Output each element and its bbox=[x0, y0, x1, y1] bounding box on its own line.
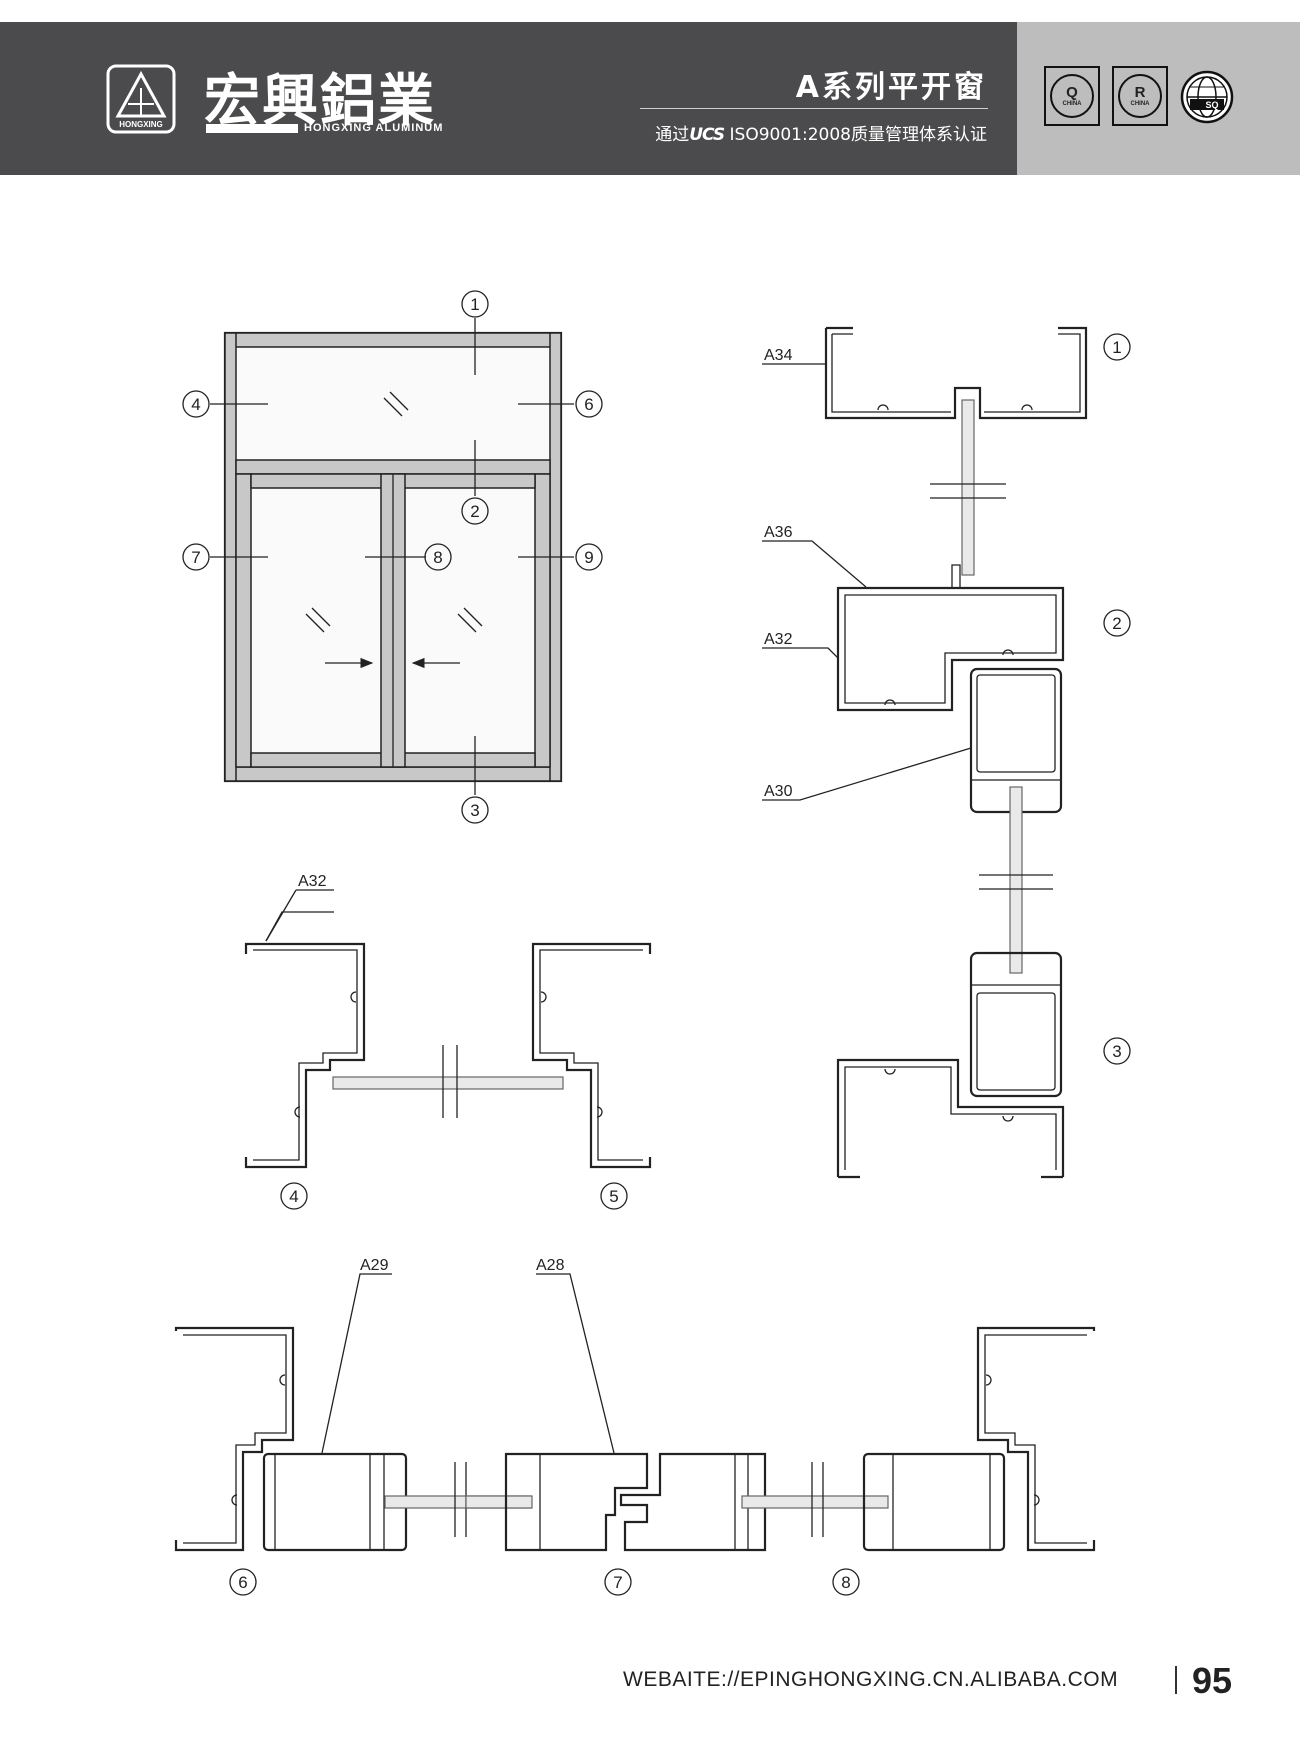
label-a28: A28 bbox=[536, 1257, 565, 1274]
svg-text:3: 3 bbox=[1112, 1042, 1121, 1061]
elevation-callout-1: 1 bbox=[461, 290, 489, 318]
cert-prefix: 通过 bbox=[655, 125, 690, 145]
label-a29: A29 bbox=[360, 1257, 389, 1274]
label-a32-right: A32 bbox=[764, 631, 793, 648]
svg-text:1: 1 bbox=[470, 295, 479, 314]
section-marker-2: 2 bbox=[1103, 609, 1131, 637]
svg-text:4: 4 bbox=[289, 1187, 298, 1206]
svg-text:3: 3 bbox=[470, 801, 479, 820]
svg-text:6: 6 bbox=[584, 395, 593, 414]
section-marker-7: 7 bbox=[604, 1568, 632, 1596]
svg-text:5: 5 bbox=[609, 1187, 618, 1206]
q-badge-letter: Q bbox=[1066, 83, 1078, 101]
elevation-callout-9: 9 bbox=[575, 543, 603, 571]
section-marker-1: 1 bbox=[1103, 333, 1131, 361]
section-marker-4: 4 bbox=[280, 1182, 308, 1210]
header-bar bbox=[0, 22, 1017, 175]
title-divider bbox=[640, 108, 988, 109]
label-a34: A34 bbox=[764, 347, 793, 364]
r-badge-letter: R bbox=[1134, 83, 1146, 101]
svg-text:9: 9 bbox=[584, 548, 593, 567]
svg-text:6: 6 bbox=[238, 1573, 247, 1592]
section-marker-6: 6 bbox=[229, 1568, 257, 1596]
q-china-badge: Q CHINA bbox=[1044, 66, 1100, 126]
r-badge-caption: CHINA bbox=[1130, 100, 1150, 107]
elevation-callout-6: 6 bbox=[575, 390, 603, 418]
svg-text:2: 2 bbox=[470, 502, 479, 521]
logo-caption: HONGXING bbox=[119, 120, 163, 129]
cert-text: ISO9001:2008质量管理体系认证 bbox=[729, 125, 987, 145]
page-number: 95 bbox=[1192, 1660, 1233, 1701]
q-badge-caption: CHINA bbox=[1062, 100, 1082, 107]
jamb-section: A32 4 5 bbox=[244, 873, 652, 1210]
svg-text:8: 8 bbox=[841, 1573, 850, 1592]
svg-text:2: 2 bbox=[1112, 614, 1121, 633]
svg-text:1: 1 bbox=[1112, 338, 1121, 357]
svg-text:7: 7 bbox=[613, 1573, 622, 1592]
ucs-mark: UCS bbox=[689, 125, 725, 145]
elevation-callout-7: 7 bbox=[182, 543, 210, 571]
brand-name: 宏興鋁業 bbox=[204, 69, 436, 134]
horizontal-section: A29 A28 6 7 8 bbox=[174, 1257, 1096, 1596]
sq-badge-caption: SQ bbox=[1205, 100, 1218, 110]
vertical-section: A34 A36 A32 A30 1 2 3 bbox=[762, 326, 1131, 1179]
svg-text:8: 8 bbox=[433, 548, 442, 567]
section-marker-5: 5 bbox=[600, 1182, 628, 1210]
elevation-callout-3: 3 bbox=[461, 796, 489, 824]
footer-url: WEBAITE://EPINGHONGXING.CN.ALIBABA.COM bbox=[623, 1668, 1119, 1691]
svg-text:7: 7 bbox=[191, 548, 200, 567]
certification-line: 通过UCS ISO9001:2008质量管理体系认证 bbox=[655, 120, 987, 145]
label-a32-left: A32 bbox=[298, 873, 327, 890]
label-a36: A36 bbox=[764, 524, 793, 541]
section-marker-3: 3 bbox=[1103, 1037, 1131, 1065]
globe-sq-icon: SQ bbox=[1180, 70, 1234, 124]
section-marker-8: 8 bbox=[832, 1568, 860, 1596]
elevation-callout-8: 8 bbox=[424, 543, 452, 571]
r-china-badge: R CHINA bbox=[1112, 66, 1168, 126]
elevation-callout-2: 2 bbox=[461, 497, 489, 525]
company-logo: HONGXING bbox=[106, 64, 176, 134]
brand-subtitle: HONGXING ALUMINUM bbox=[304, 122, 444, 134]
brand-underline bbox=[206, 124, 298, 133]
footer-divider bbox=[1175, 1666, 1177, 1694]
svg-text:4: 4 bbox=[191, 395, 200, 414]
elevation-callout-4: 4 bbox=[182, 390, 210, 418]
page-title: A系列平开窗 bbox=[795, 70, 987, 105]
window-elevation: 1 2 3 4 6 7 8 9 bbox=[182, 290, 603, 824]
label-a30: A30 bbox=[764, 783, 793, 800]
